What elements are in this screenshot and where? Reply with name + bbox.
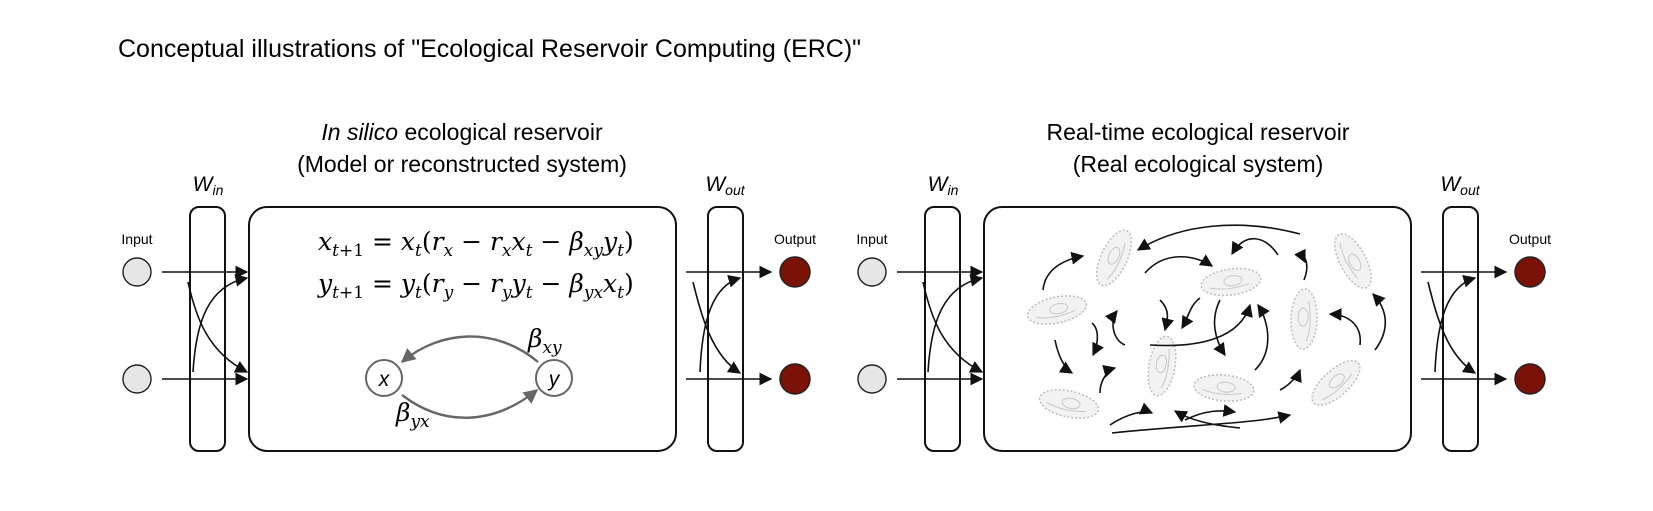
left-w-in-label: Win — [193, 173, 224, 198]
left-input-node-2 — [122, 364, 152, 394]
right-heading: Real-time ecological reservoir — [1047, 119, 1350, 145]
node-x — [365, 359, 403, 397]
right-panel: Real-time ecological reservoir (Real eco… — [856, 119, 1551, 452]
beta-xy-label: βxy — [527, 324, 562, 358]
right-input-wires — [897, 265, 984, 386]
right-output-wires — [1421, 265, 1508, 386]
left-output-wires — [686, 265, 773, 386]
equation-1: xt+1 = xt(rx − rxxt − βxyyt) — [318, 227, 634, 261]
left-output-node-1 — [779, 256, 811, 288]
left-input-wires — [162, 265, 249, 386]
equation-2: yt+1 = yt(ry − ryyt − βyxxt) — [317, 269, 634, 303]
right-input-node-1 — [857, 257, 887, 287]
right-reservoir-box — [983, 206, 1412, 452]
right-w-out-box — [1442, 206, 1479, 452]
right-output-node-1 — [1514, 256, 1546, 288]
left-subheading: (Model or reconstructed system) — [297, 151, 627, 177]
right-input-label: Input — [856, 231, 887, 247]
left-w-out-label: Wout — [705, 173, 745, 198]
node-x-label: x — [378, 368, 391, 391]
left-heading: In silico ecological reservoir — [321, 119, 603, 145]
beta-yx-arrow — [401, 389, 539, 419]
left-output-node-2 — [779, 363, 811, 395]
right-output-label: Output — [1509, 231, 1551, 247]
left-output-label: Output — [774, 231, 816, 247]
left-w-in-box — [189, 206, 226, 452]
right-w-in-box — [924, 206, 961, 452]
node-y — [535, 359, 573, 397]
right-subheading: (Real ecological system) — [1073, 151, 1324, 177]
right-input-node-2 — [857, 364, 887, 394]
left-input-label: Input — [121, 231, 152, 247]
node-y-label: y — [547, 368, 561, 391]
interaction-network: x y βxy βyx — [365, 324, 573, 432]
beta-xy-arrow — [400, 335, 539, 363]
right-output-node-2 — [1514, 363, 1546, 395]
left-panel: In silico ecological reservoir (Model or… — [121, 119, 816, 452]
right-w-out-label: Wout — [1440, 173, 1480, 198]
beta-yx-label: βyx — [395, 398, 430, 432]
movement-arrows — [1042, 224, 1387, 434]
right-w-in-label: Win — [928, 173, 959, 198]
figure-title: Conceptual illustrations of "Ecological … — [118, 35, 861, 63]
left-reservoir-box — [248, 206, 677, 452]
left-w-out-box — [707, 206, 744, 452]
left-input-node-1 — [122, 257, 152, 287]
